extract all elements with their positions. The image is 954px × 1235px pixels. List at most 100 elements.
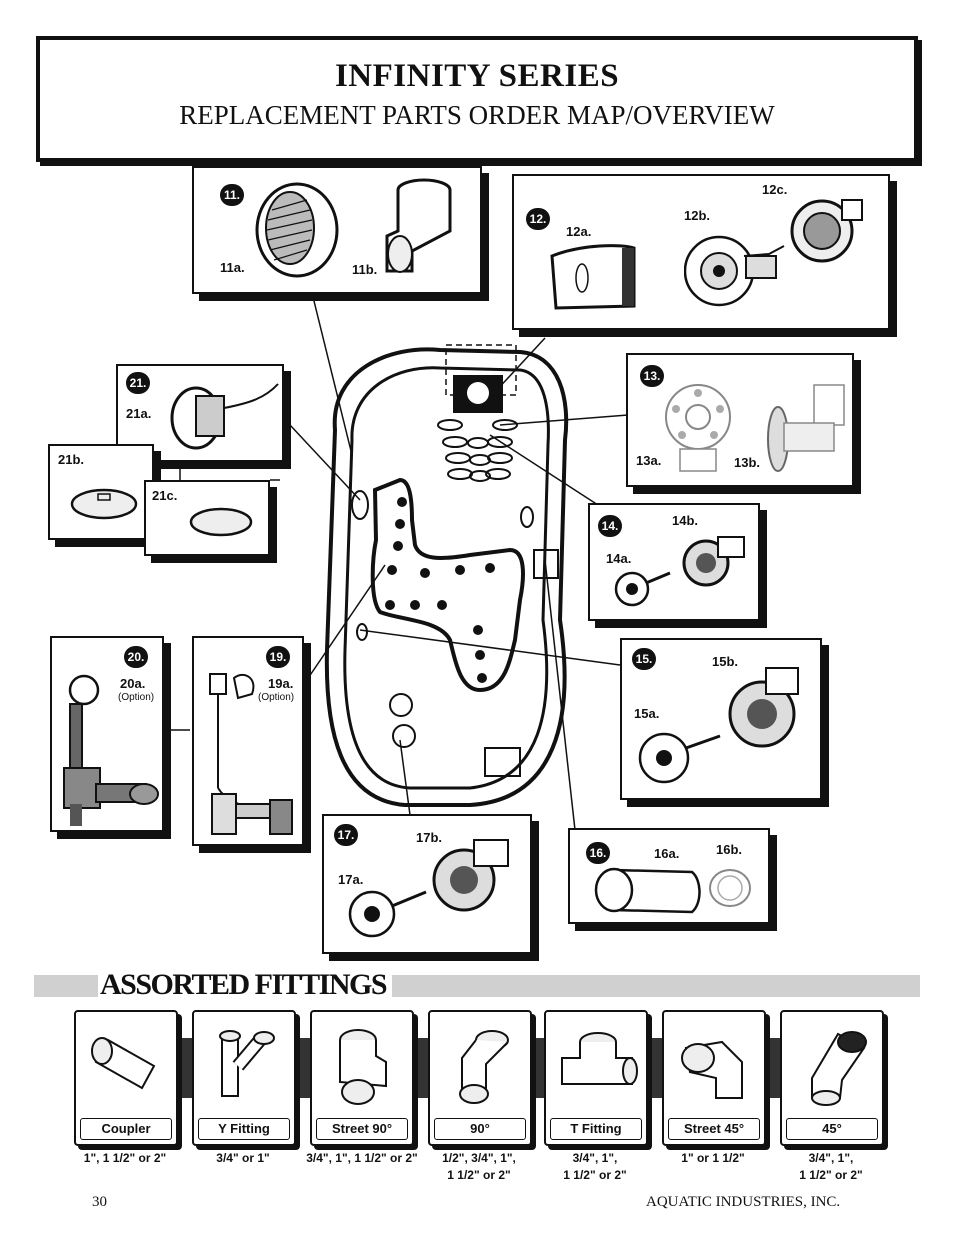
- part-label: 11a.: [220, 260, 245, 275]
- pipe-icon: [594, 867, 751, 914]
- part-label: 21b.: [58, 452, 85, 467]
- fitting-name: T Fitting: [550, 1118, 642, 1140]
- panel-15: 15. 15b. 15a.: [620, 638, 822, 800]
- air-button-icon: [170, 383, 279, 450]
- part-label: 11b.: [352, 262, 378, 277]
- fitting-coupler: Coupler: [74, 1010, 178, 1146]
- part-number-badge: 19.: [266, 646, 290, 668]
- fitting-name: 90°: [434, 1118, 526, 1140]
- fitting-sizes: 3/4", 1", 1 1/2" or 2": [799, 1151, 863, 1182]
- t-fitting-icon: [561, 1032, 638, 1085]
- jet-assembly-icon: [638, 667, 799, 784]
- page-title: INFINITY SERIES: [334, 58, 620, 94]
- street-45-icon: [681, 1040, 743, 1099]
- page-number: 30: [92, 1194, 107, 1210]
- option-note: (Option): [258, 692, 295, 703]
- part-label: 12c.: [762, 182, 788, 197]
- fitting-name: Y Fitting: [198, 1118, 290, 1140]
- part-number-badge: 21.: [126, 372, 150, 394]
- connector: [412, 1038, 428, 1098]
- drain-cable-icon: [209, 673, 293, 835]
- part-label: 13b.: [734, 455, 761, 470]
- fitting-sizes: 3/4", 1", 1 1/2" or 2": [306, 1151, 418, 1165]
- panel-20: 20. 20a. (Option): [50, 636, 164, 832]
- fitting-street-90: Street 90°: [310, 1010, 414, 1146]
- fitting-sizes: 3/4", 1", 1 1/2" or 2": [563, 1151, 627, 1182]
- part-number-badge: 13.: [640, 365, 664, 387]
- part-label: 21a.: [126, 406, 152, 421]
- part-label: 14a.: [606, 551, 632, 566]
- part-number-badge: 17.: [334, 824, 358, 846]
- drain-icon: [63, 674, 159, 826]
- part-label: 12a.: [566, 224, 592, 239]
- fitting-sizes: 3/4" or 1": [216, 1151, 270, 1165]
- part-label: 12b.: [684, 208, 711, 223]
- part-number-badge: 14.: [598, 515, 622, 537]
- panel-12: 12. 12a. 12b. 12c.: [512, 174, 890, 330]
- option-note: (Option): [118, 692, 155, 703]
- fitting-sizes: 1", 1 1/2" or 2": [83, 1151, 167, 1165]
- fitting-90: 90°: [428, 1010, 532, 1146]
- part-label: 19a.: [268, 676, 294, 691]
- part-label: 14b.: [672, 513, 699, 528]
- connector: [294, 1038, 310, 1098]
- fitting-name: 45°: [786, 1118, 878, 1140]
- jet-icon: [684, 235, 785, 307]
- fitting-sizes: 1" or 1 1/2": [681, 1151, 745, 1165]
- part-label: 16a.: [654, 846, 680, 861]
- fitting-name: Street 90°: [316, 1118, 408, 1140]
- part-label: 20a.: [120, 676, 146, 691]
- disc-icon: [189, 507, 253, 537]
- fitting-sizes: 1/2", 3/4", 1", 1 1/2" or 2": [442, 1151, 516, 1182]
- pillow-icon: [550, 244, 636, 310]
- part-label: 17a.: [338, 872, 364, 887]
- panel-19: 19. 19a. (Option): [192, 636, 304, 846]
- fitting-street-45: Street 45°: [662, 1010, 766, 1146]
- elbow-90-icon: [459, 1030, 509, 1104]
- street-90-icon: [339, 1029, 387, 1105]
- fitting-y: Y Fitting: [192, 1010, 296, 1146]
- title-box: INFINITY SERIES REPLACEMENT PARTS ORDER …: [36, 36, 918, 162]
- grille-icon: [255, 182, 339, 278]
- panel-17: 17. 17b. 17a.: [322, 814, 532, 954]
- part-number-badge: 20.: [124, 646, 148, 668]
- fitting-name: Coupler: [80, 1118, 172, 1140]
- part-label: 21c.: [152, 488, 178, 503]
- part-number-badge: 11.: [220, 184, 244, 206]
- fitting-name: Street 45°: [668, 1118, 760, 1140]
- jet-assembly-icon: [348, 839, 509, 938]
- connector: [530, 1038, 546, 1098]
- jet-cover-icon: [665, 384, 731, 472]
- tub-diagram: [165, 296, 629, 831]
- panel-21c: 21c.: [144, 480, 270, 556]
- part-number-badge: 12.: [526, 208, 550, 230]
- y-fitting-icon: [219, 1030, 275, 1097]
- panel-14: 14. 14b. 14a.: [588, 503, 760, 621]
- panel-16: 16. 16a. 16b.: [568, 828, 770, 924]
- fitting-t: T Fitting: [544, 1010, 648, 1146]
- jet-body-icon: [790, 199, 863, 263]
- jet-body-icon: [767, 384, 845, 472]
- part-label: 15b.: [712, 654, 739, 669]
- panel-11: 11. 11a. 11b.: [192, 166, 482, 294]
- company-name: AQUATIC INDUSTRIES, INC.: [646, 1194, 841, 1210]
- coupler-icon: [91, 1037, 156, 1090]
- connector: [764, 1038, 780, 1098]
- connector: [646, 1038, 662, 1098]
- fitting-45: 45°: [780, 1010, 884, 1146]
- part-label: 17b.: [416, 830, 443, 845]
- elbow-45-icon: [811, 1031, 867, 1106]
- panel-21b: 21b.: [48, 444, 154, 540]
- elbow-fitting-icon: [385, 178, 452, 273]
- part-label: 16b.: [716, 842, 743, 857]
- jet-assembly-icon: [614, 536, 745, 607]
- connector: [176, 1038, 192, 1098]
- page-subtitle: REPLACEMENT PARTS ORDER MAP/OVERVIEW: [179, 100, 775, 130]
- cap-icon: [70, 488, 138, 520]
- section-title: ASSORTED FITTINGS: [98, 968, 393, 1002]
- panel-13: 13. 13a. 13b.: [626, 353, 854, 487]
- part-number-badge: 16.: [586, 842, 610, 864]
- panel-21: 21. 21a.: [116, 364, 284, 462]
- part-number-badge: 15.: [632, 648, 656, 670]
- part-label: 13a.: [636, 453, 662, 468]
